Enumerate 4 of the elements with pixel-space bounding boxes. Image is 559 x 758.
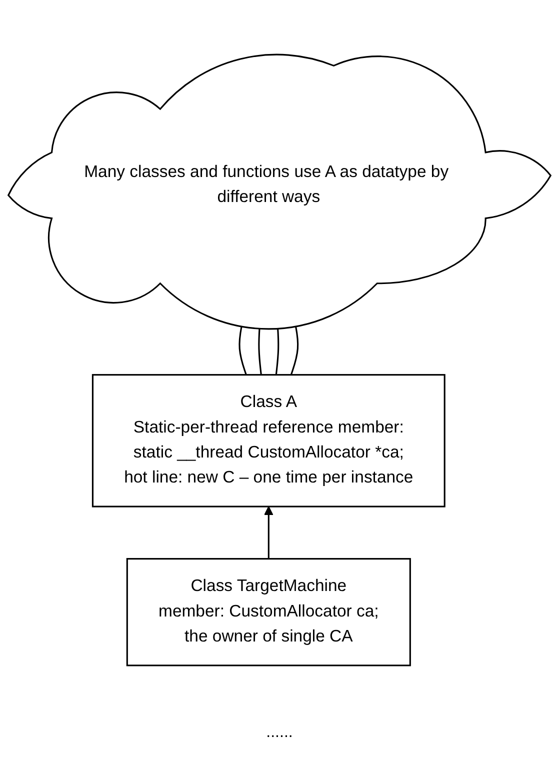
ellipsis-note: ...... bbox=[266, 724, 293, 742]
node-box: Class TargetMachine member: CustomAllocator ca; the owner of single CA bbox=[126, 558, 411, 666]
arrow bbox=[264, 506, 274, 559]
node-box: Class A Static-per-thread reference member: static __thread CustomAllocator *ca; hot line: new C – one time per instance bbox=[92, 374, 446, 508]
